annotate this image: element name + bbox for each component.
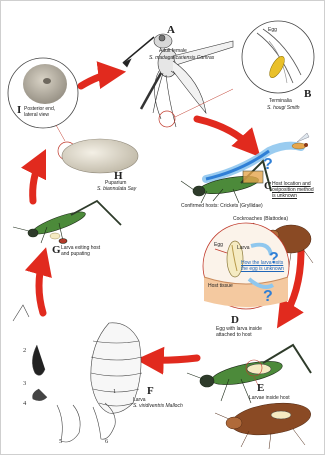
label-c-line3: is unknown <box>272 194 297 199</box>
label-d-larva: Larva <box>237 246 250 251</box>
larva-drawing <box>13 305 142 442</box>
terminalia-circle <box>242 21 314 93</box>
label-d-exit-line2: the egg is unknown <box>241 267 284 272</box>
detail-number-4: 4 <box>23 401 26 408</box>
label-b-species: S. hougi Smith <box>267 106 300 111</box>
label-b-egg: Egg <box>268 28 277 33</box>
question-mark-c: ? <box>263 156 273 173</box>
cricket-top <box>181 161 271 203</box>
larvae-in-cricket <box>247 364 271 374</box>
label-d-line2: attached to host <box>216 333 252 338</box>
terminalia-highlight-circle <box>159 111 175 127</box>
arrow-a-to-b <box>197 119 253 149</box>
label-i-letter: I <box>17 105 21 117</box>
arrow-e-to-f <box>147 358 197 360</box>
label-e-text: Larvae inside host <box>249 396 290 401</box>
label-d-letter: D <box>231 315 239 327</box>
label-b-letter: B <box>304 89 311 101</box>
label-h-species: S. biannulata Say <box>97 187 136 192</box>
label-cockroaches: Cockroaches (Blattodea) <box>233 217 288 222</box>
arrow-g-to-h <box>33 159 41 201</box>
label-a-species: S. madagascariensis Camras <box>149 56 214 61</box>
label-g-letter: G <box>52 245 61 257</box>
label-confirmed-hosts: Confirmed hosts: Crickets (Gryllidae) <box>181 204 263 209</box>
label-f-species: S. viridiventris Malloch <box>133 404 183 409</box>
label-e-letter: E <box>257 383 264 395</box>
larva-number: 1 <box>113 389 116 396</box>
detail-number-6: 6 <box>105 439 108 446</box>
detail-number-3: 3 <box>23 381 26 388</box>
cockroach-e <box>215 399 313 449</box>
arrow-i-to-a <box>81 73 115 86</box>
label-f-letter: F <box>147 386 154 398</box>
label-a-letter: A <box>167 25 175 37</box>
puparium <box>62 139 138 173</box>
label-d-egg: Egg <box>214 243 223 248</box>
label-a-title: Adult female <box>159 49 187 54</box>
label-c-letter: C <box>264 181 272 193</box>
detail-number-5: 5 <box>59 439 62 446</box>
arrow-f-to-g <box>39 258 43 313</box>
label-i-line2: lateral view <box>24 113 49 118</box>
label-host-tissue: Host tissue <box>208 284 233 289</box>
flying-fly-icon <box>292 133 309 149</box>
cricket-g <box>13 201 121 244</box>
label-g-line2: and pupating <box>61 252 90 257</box>
label-b-title: Terminalia <box>269 99 292 104</box>
detail-number-2: 2 <box>23 348 26 355</box>
question-mark-d-bottom: ? <box>263 288 273 305</box>
